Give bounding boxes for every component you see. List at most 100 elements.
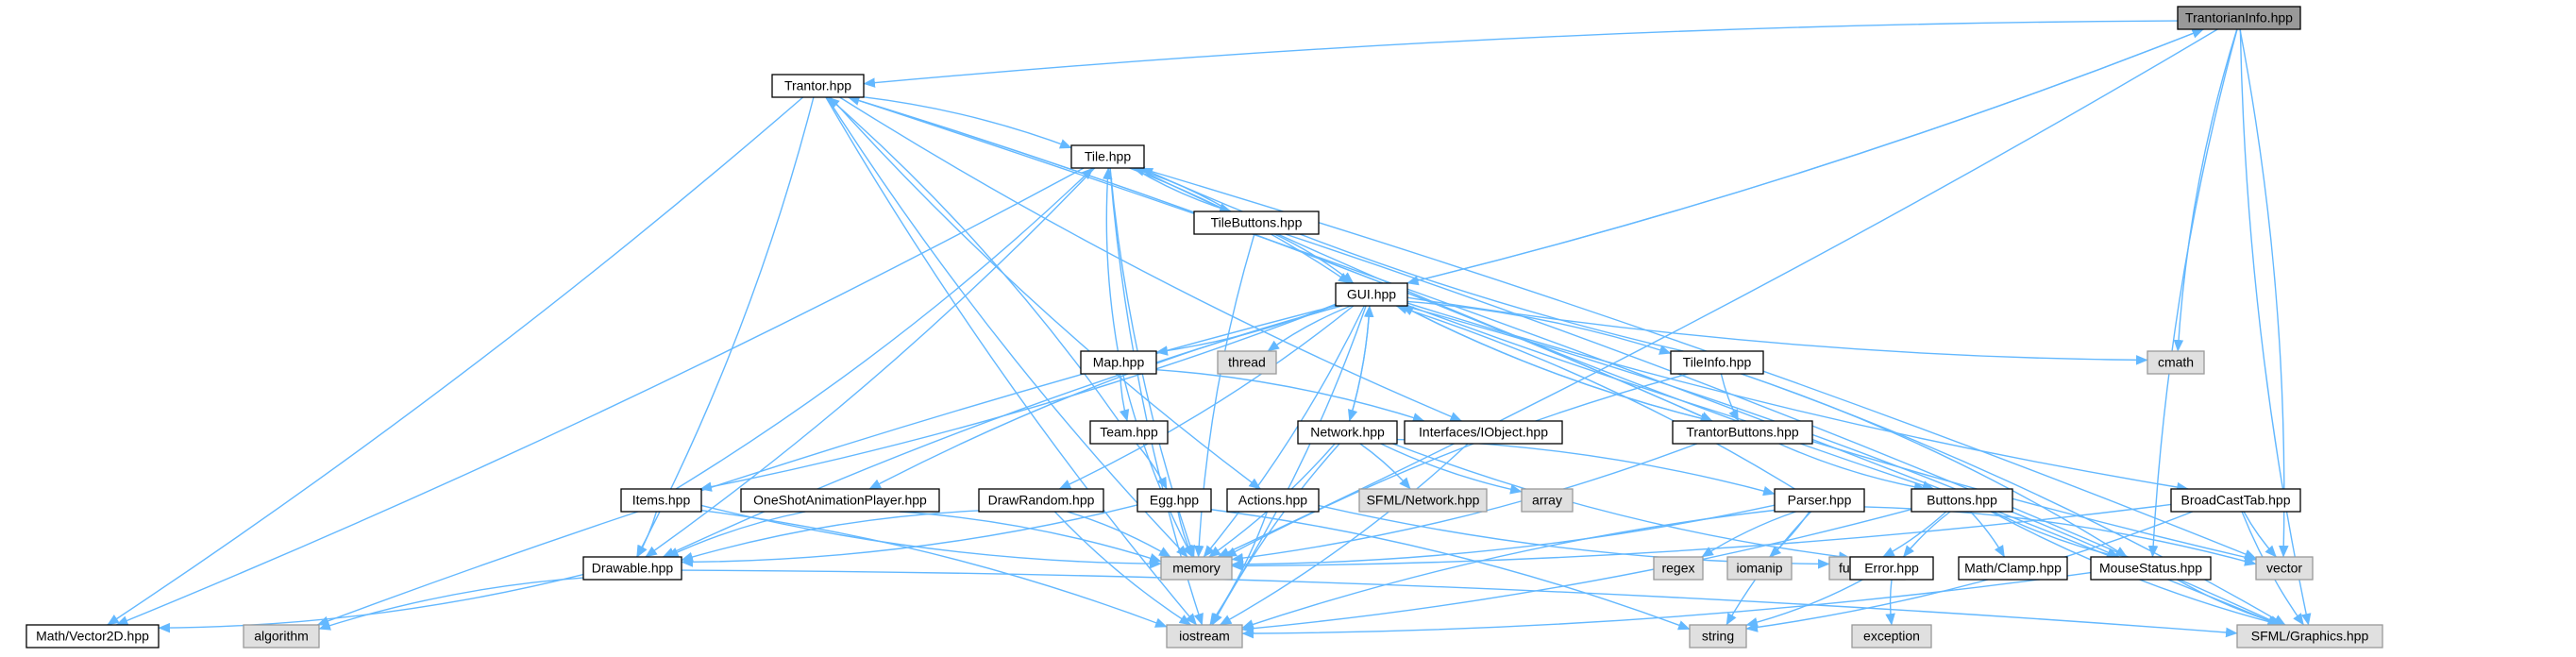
node-memory-label: memory xyxy=(1172,561,1221,576)
edge-trantor-to-trantorbuttons xyxy=(848,96,1713,422)
node-gui[interactable]: GUI.hpp xyxy=(1335,282,1408,307)
node-algorithm-box xyxy=(243,624,320,649)
edge-tileinfo-to-sfmlgraphics xyxy=(1741,373,2286,626)
node-network[interactable]: Network.hpp xyxy=(1297,420,1398,445)
node-map[interactable]: Map.hpp xyxy=(1080,350,1157,375)
node-tile[interactable]: Tile.hpp xyxy=(1070,144,1145,169)
edge-broadcasttab-to-vector xyxy=(2243,511,2277,558)
edge-map-to-memory xyxy=(1121,373,1193,558)
edge-buttons-to-iostream xyxy=(1241,508,1912,633)
node-vector-label: vector xyxy=(2266,561,2302,576)
node-gui-box xyxy=(1335,282,1408,307)
node-tilebuttons-label: TileButtons.hpp xyxy=(1211,215,1303,230)
edge-network-to-parser xyxy=(1396,438,1776,497)
node-iobject-label: Interfaces/IObject.hpp xyxy=(1419,425,1548,440)
node-mousestatus-box xyxy=(2090,556,2212,581)
edge-tilebuttons-to-memory xyxy=(1193,233,1255,558)
node-buttons[interactable]: Buttons.hpp xyxy=(1911,488,2013,513)
node-trantorianinfo[interactable]: TrantorianInfo.hpp xyxy=(2177,6,2301,30)
node-map-box xyxy=(1080,350,1157,375)
node-items[interactable]: Items.hpp xyxy=(620,488,702,513)
node-sfmlnetwork-label: SFML/Network.hpp xyxy=(1367,493,1480,508)
edge-network-to-array xyxy=(1380,443,1523,495)
node-items-box xyxy=(620,488,702,513)
edge-gui-to-memory xyxy=(1203,305,1365,558)
node-algorithm-label: algorithm xyxy=(254,629,309,644)
node-drawrandom-label: DrawRandom.hpp xyxy=(988,493,1095,508)
edge-tileinfo-to-tile xyxy=(1140,167,1684,352)
edge-buttons-to-mathclamp xyxy=(1969,511,2006,558)
node-drawrandom[interactable]: DrawRandom.hpp xyxy=(978,488,1104,513)
node-array-box xyxy=(1521,488,1574,513)
node-mousestatus[interactable]: MouseStatus.hpp xyxy=(2090,556,2212,581)
edge-network-to-gui xyxy=(1348,305,1374,422)
edge-gui-to-drawrandom xyxy=(1058,305,1355,490)
node-team-box xyxy=(1089,420,1169,445)
edge-oneshot-to-memory xyxy=(899,511,1162,564)
node-regex: regex xyxy=(1653,556,1704,581)
node-map-label: Map.hpp xyxy=(1093,355,1145,370)
node-broadcasttab[interactable]: BroadCastTab.hpp xyxy=(2170,488,2301,513)
node-mathclamp[interactable]: Math/Clamp.hpp xyxy=(1958,556,2068,581)
node-mathvector2d-box xyxy=(25,624,160,649)
edge-actions-to-functional xyxy=(1318,504,1830,569)
edge-buttons-to-mousestatus xyxy=(1993,511,2120,560)
node-tilebuttons[interactable]: TileButtons.hpp xyxy=(1193,211,1320,235)
node-egg-label: Egg.hpp xyxy=(1150,493,1199,508)
node-trantor[interactable]: Trantor.hpp xyxy=(771,74,865,98)
edge-trantor-to-actions xyxy=(830,96,1261,490)
node-regex-label: regex xyxy=(1661,561,1694,576)
edge-trantorianinfo-to-memory xyxy=(1217,28,2218,558)
node-trantorbuttons-box xyxy=(1672,420,1813,445)
edge-trantorbuttons-to-trantor xyxy=(847,95,1713,422)
edge-drawrandom-to-drawable xyxy=(681,510,980,563)
edge-parser-to-iostream xyxy=(1241,509,1776,630)
edge-oneshot-to-drawable xyxy=(666,511,806,558)
edge-trantorbuttons-to-gui xyxy=(1401,305,1712,422)
edge-trantor-to-tile xyxy=(863,96,1072,149)
node-actions-label: Actions.hpp xyxy=(1238,493,1307,508)
node-mathclamp-label: Math/Clamp.hpp xyxy=(1964,561,2062,576)
edge-trantorianinfo-to-sfmlgraphics xyxy=(2239,28,2312,626)
edge-tile-to-mathvector2d xyxy=(115,167,1085,626)
node-team[interactable]: Team.hpp xyxy=(1089,420,1169,445)
edge-gui-to-oneshot xyxy=(868,305,1343,490)
node-broadcasttab-box xyxy=(2170,488,2301,513)
node-buttons-label: Buttons.hpp xyxy=(1927,493,1997,508)
node-tileinfo-label: TileInfo.hpp xyxy=(1683,355,1752,370)
node-network-label: Network.hpp xyxy=(1310,425,1385,440)
node-error[interactable]: Error.hpp xyxy=(1849,556,1934,581)
edge-error-to-exception xyxy=(1885,579,1895,626)
node-trantor-label: Trantor.hpp xyxy=(784,78,851,93)
node-sfmlgraphics: SFML/Graphics.hpp xyxy=(2236,624,2383,649)
node-trantorbuttons[interactable]: TrantorButtons.hpp xyxy=(1672,420,1813,445)
node-array: array xyxy=(1521,488,1574,513)
edge-trantor-to-memory xyxy=(826,96,1188,558)
node-tileinfo[interactable]: TileInfo.hpp xyxy=(1670,350,1764,375)
edge-tileinfo-to-trantorbuttons xyxy=(1720,373,1740,422)
node-string-box xyxy=(1689,624,1747,649)
node-iobject[interactable]: Interfaces/IObject.hpp xyxy=(1404,420,1563,445)
node-iomanip: iomanip xyxy=(1726,556,1793,581)
node-mathvector2d[interactable]: Math/Vector2D.hpp xyxy=(25,624,160,649)
edge-trantorianinfo-to-cmath xyxy=(2173,28,2238,352)
edge-trantorianinfo-to-trantor xyxy=(863,20,2179,88)
node-mathclamp-box xyxy=(1958,556,2068,581)
node-parser[interactable]: Parser.hpp xyxy=(1774,488,1865,513)
node-array-label: array xyxy=(1532,493,1562,508)
node-exception-label: exception xyxy=(1863,629,1920,644)
edge-gui-to-vector xyxy=(1406,304,2257,563)
node-drawable-label: Drawable.hpp xyxy=(592,561,674,576)
edge-map-to-tile xyxy=(1103,167,1120,352)
node-drawable[interactable]: Drawable.hpp xyxy=(582,556,682,581)
node-oneshot[interactable]: OneShotAnimationPlayer.hpp xyxy=(740,488,940,513)
node-egg[interactable]: Egg.hpp xyxy=(1136,488,1212,513)
node-cmath: cmath xyxy=(2147,350,2205,375)
edge-parser-to-gui xyxy=(1395,304,1795,490)
edge-egg-to-memory xyxy=(1177,511,1194,558)
edge-tileinfo-to-mousestatus xyxy=(1741,373,2128,558)
node-sfmlgraphics-label: SFML/Graphics.hpp xyxy=(2251,629,2369,644)
node-actions[interactable]: Actions.hpp xyxy=(1226,488,1320,513)
edge-broadcasttab-to-string xyxy=(1745,511,2194,632)
